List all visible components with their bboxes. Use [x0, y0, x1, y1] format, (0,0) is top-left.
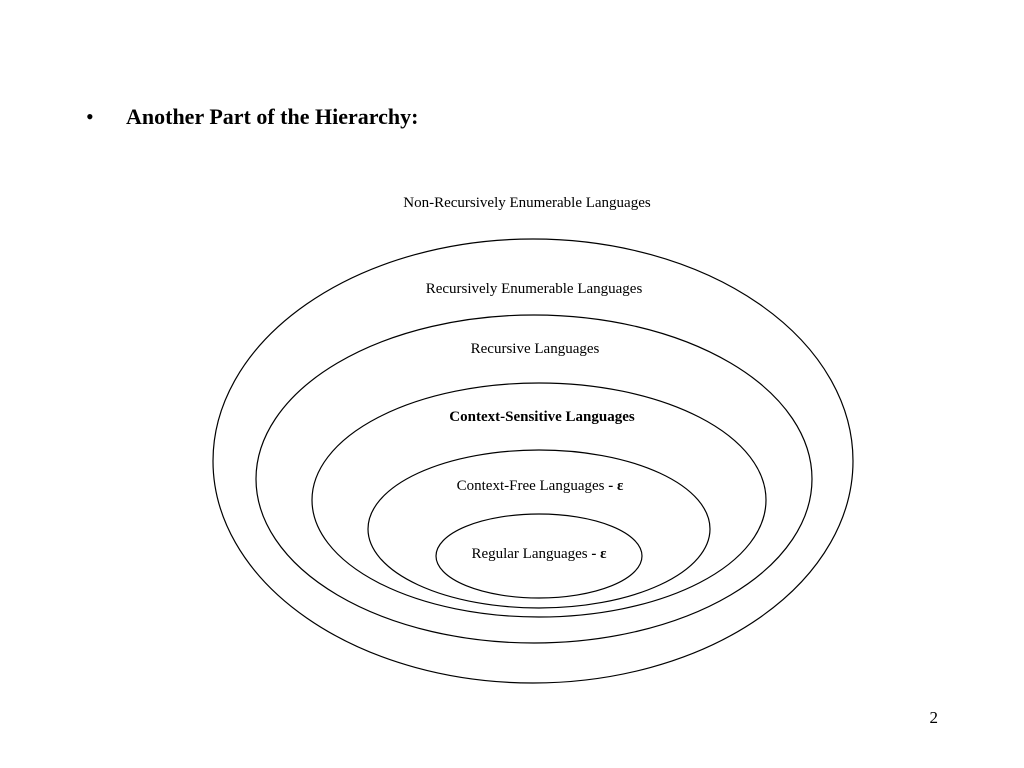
label-context-sensitive: Context-Sensitive Languages [449, 409, 635, 425]
ellipse-regular [435, 513, 643, 599]
ellipse-recursively-enumerable [212, 238, 854, 684]
label-recursive: Recursive Languages [470, 341, 600, 357]
label-recursively-enumerable: Recursively Enumerable Languages [425, 281, 643, 297]
label-context-free-row: Context-Free Languages - ε [457, 478, 624, 495]
bullet-marker: • [86, 104, 94, 129]
label-regular: Regular Languages [471, 546, 588, 562]
page-number: 2 [929, 708, 939, 727]
slide-heading-row: • Another Part of the Hierarchy: [86, 104, 418, 130]
ellipse-context-free [367, 449, 711, 609]
ellipse-context-sensitive [311, 382, 767, 618]
label-regular-epsilon: - ε [591, 546, 607, 562]
slide-heading: Another Part of the Hierarchy: [126, 104, 419, 129]
label-context-free: Context-Free Languages [456, 478, 605, 494]
label-context-free-epsilon: - ε [608, 478, 624, 494]
label-non-recursively-enumerable: Non-Recursively Enumerable Languages [403, 195, 651, 211]
label-regular-row: Regular Languages - ε [471, 546, 606, 563]
ellipse-recursive [255, 314, 813, 644]
